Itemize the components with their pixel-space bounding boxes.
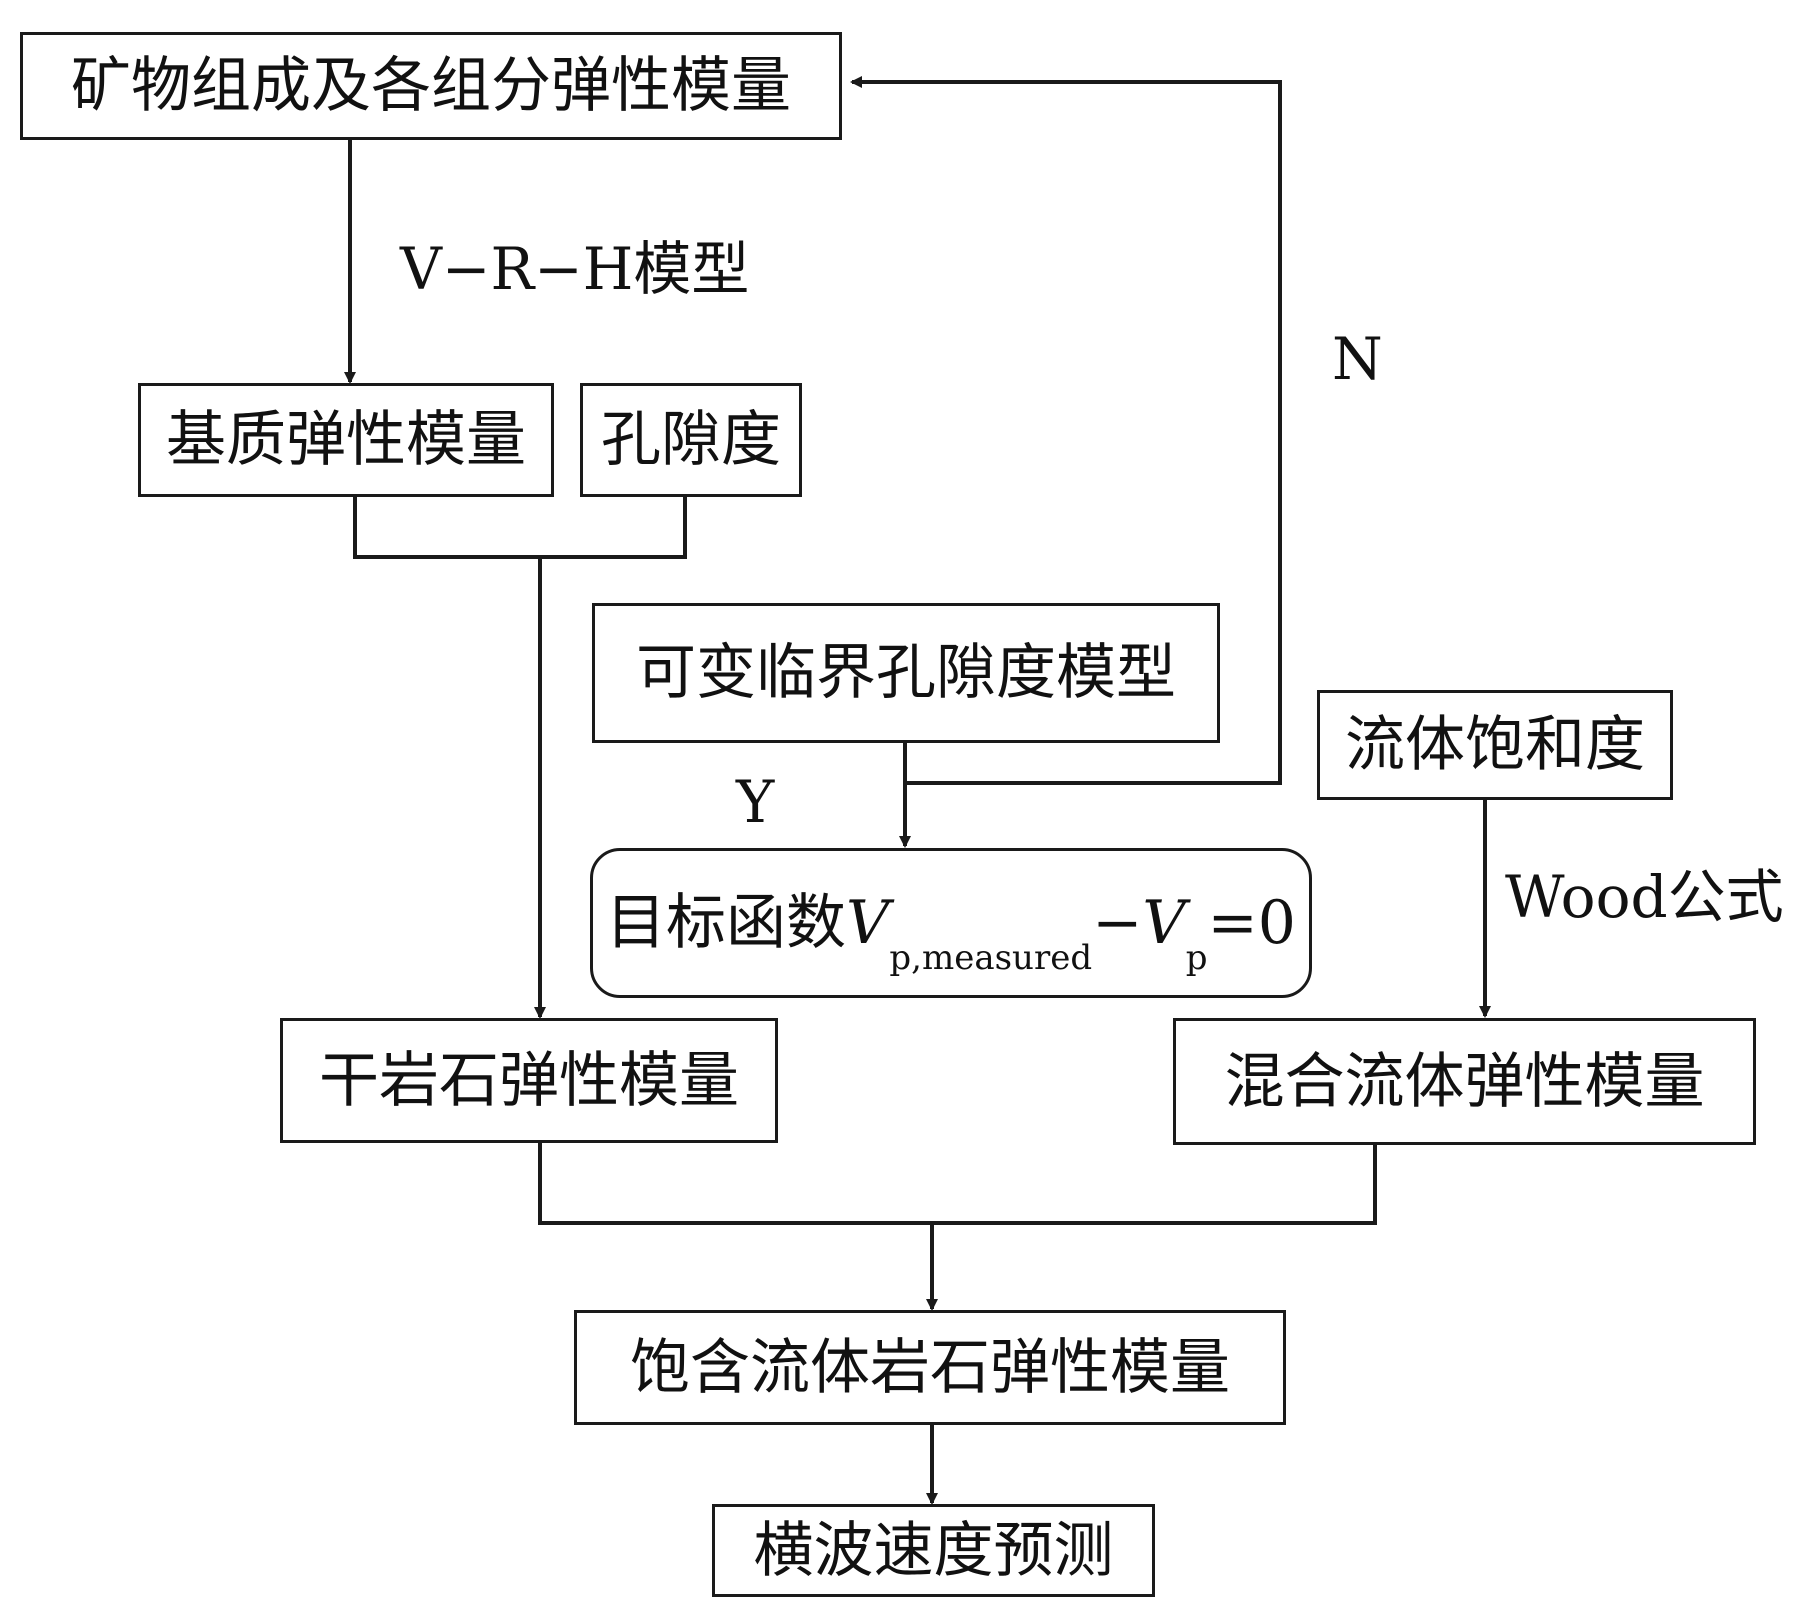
feedback-n-label: N — [1332, 325, 1383, 393]
matrix-moduli-text: 基质弹性模量 — [166, 405, 526, 475]
objective-prefix: 目标函数 — [606, 888, 847, 958]
porosity-text: 孔隙度 — [601, 405, 781, 475]
fluid-saturation-text: 流体饱和度 — [1345, 710, 1645, 780]
feedback-loop-n — [850, 76, 1282, 785]
porosity-box: 孔隙度 — [580, 383, 802, 497]
mixed-fluid-moduli-box: 混合流体弹性模量 — [1173, 1018, 1756, 1145]
objective-v-predicted: V — [1142, 888, 1186, 958]
merge-matrix-porosity — [353, 497, 687, 559]
saturated-rock-moduli-text: 饱含流体岩石弹性模量 — [630, 1332, 1230, 1403]
shear-velocity-prediction-box: 横波速度预测 — [712, 1504, 1155, 1597]
objective-function-box: 目标函数Vp,measured−Vp=0 — [590, 848, 1312, 998]
wood-formula-label: Wood公式 — [1505, 863, 1784, 931]
shear-velocity-prediction-text: 横波速度预测 — [753, 1515, 1114, 1586]
objective-function-formula: 目标函数Vp,measured−Vp=0 — [606, 893, 1296, 975]
objective-suffix: =0 — [1207, 888, 1296, 958]
mineral-moduli-box: 矿物组成及各组分弹性模量 — [20, 32, 842, 140]
fluid-saturation-box: 流体饱和度 — [1317, 690, 1673, 800]
objective-minus: − — [1092, 888, 1143, 958]
merge-dry-mixed — [538, 1143, 1377, 1225]
feedback-y-label: Y — [736, 768, 775, 836]
mineral-moduli-text: 矿物组成及各组分弹性模量 — [71, 51, 791, 121]
mixed-fluid-moduli-text: 混合流体弹性模量 — [1224, 1046, 1705, 1117]
objective-sub-measured: p,measured — [889, 938, 1093, 978]
objective-v-measured: V — [846, 888, 890, 958]
saturated-rock-moduli-box: 饱含流体岩石弹性模量 — [574, 1310, 1286, 1425]
matrix-moduli-box: 基质弹性模量 — [138, 383, 554, 497]
vrh-model-label: V−R−H模型 — [400, 235, 750, 303]
critical-porosity-model-box: 可变临界孔隙度模型 — [592, 603, 1220, 743]
objective-sub-p: p — [1185, 938, 1208, 978]
dry-rock-moduli-box: 干岩石弹性模量 — [280, 1018, 778, 1143]
critical-porosity-model-text: 可变临界孔隙度模型 — [636, 638, 1176, 708]
dry-rock-moduli-text: 干岩石弹性模量 — [319, 1045, 739, 1116]
